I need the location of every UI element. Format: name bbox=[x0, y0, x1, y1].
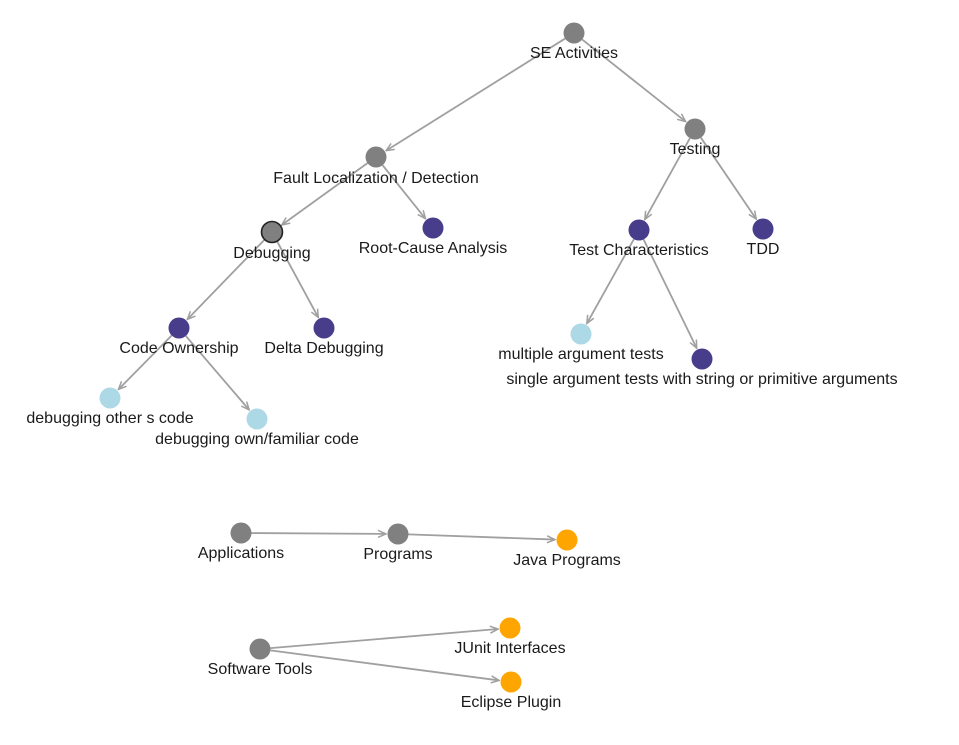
node-code-ownership-label: Code Ownership bbox=[119, 340, 238, 357]
node-delta-debugging-label: Delta Debugging bbox=[264, 340, 383, 357]
node-se-activities-circle[interactable] bbox=[563, 22, 585, 44]
edge-fault-localization-to-root-cause-analysis bbox=[381, 164, 426, 218]
node-single-argument-tests-circle[interactable] bbox=[691, 348, 713, 370]
node-single-argument-tests[interactable]: single argument tests with string or pri… bbox=[506, 348, 898, 389]
node-tdd[interactable]: TDD bbox=[747, 218, 780, 259]
node-junit-interfaces[interactable]: JUnit Interfaces bbox=[454, 617, 566, 658]
node-debugging-own-code[interactable]: debugging own/familiar code bbox=[155, 408, 359, 449]
node-applications[interactable]: Applications bbox=[198, 522, 284, 563]
node-debugging-others-code-label: debugging other s code bbox=[26, 410, 193, 427]
edge-software-tools-to-junit-interfaces bbox=[270, 629, 498, 650]
edge-testing-to-test-characteristics bbox=[645, 137, 691, 219]
node-tdd-circle[interactable] bbox=[752, 218, 774, 240]
node-debugging[interactable]: Debugging bbox=[233, 220, 311, 263]
edge-test-characteristics-to-multiple-argument-tests bbox=[587, 238, 635, 323]
edge-testing-to-tdd bbox=[700, 137, 756, 219]
node-multiple-argument-tests-label: multiple argument tests bbox=[498, 346, 663, 363]
node-java-programs-label: Java Programs bbox=[513, 552, 621, 569]
node-eclipse-plugin[interactable]: Eclipse Plugin bbox=[461, 671, 562, 712]
node-delta-debugging-circle[interactable] bbox=[313, 317, 335, 339]
node-multiple-argument-tests[interactable]: multiple argument tests bbox=[498, 323, 664, 364]
node-test-characteristics-label: Test Characteristics bbox=[569, 242, 709, 259]
edge-debugging-to-delta-debugging bbox=[276, 240, 318, 317]
node-testing[interactable]: Testing bbox=[670, 118, 721, 159]
edge-test-characteristics-to-single-argument-tests bbox=[642, 239, 697, 348]
node-fault-localization[interactable]: Fault Localization / Detection bbox=[273, 146, 479, 188]
node-code-ownership-circle[interactable] bbox=[168, 317, 190, 339]
node-debugging-others-code-circle[interactable] bbox=[99, 387, 121, 409]
node-se-activities-label: SE Activities bbox=[530, 45, 618, 62]
node-testing-circle[interactable] bbox=[684, 118, 706, 140]
node-debugging-circle[interactable] bbox=[260, 220, 284, 244]
node-fault-localization-circle[interactable] bbox=[365, 146, 387, 168]
node-eclipse-plugin-circle[interactable] bbox=[500, 671, 522, 693]
node-se-activities[interactable]: SE Activities bbox=[530, 22, 618, 63]
edge-programs-to-java-programs bbox=[408, 533, 555, 539]
edge-fault-localization-to-debugging bbox=[282, 162, 369, 225]
node-fault-localization-label: Fault Localization / Detection bbox=[273, 170, 478, 187]
node-programs-label: Programs bbox=[363, 546, 432, 563]
node-root-cause-analysis-circle[interactable] bbox=[422, 217, 444, 239]
edge-applications-to-programs bbox=[251, 533, 386, 534]
node-code-ownership[interactable]: Code Ownership bbox=[119, 317, 239, 358]
node-software-tools-circle[interactable] bbox=[249, 638, 271, 660]
node-delta-debugging[interactable]: Delta Debugging bbox=[264, 317, 384, 358]
node-java-programs[interactable]: Java Programs bbox=[513, 529, 621, 570]
node-tdd-label: TDD bbox=[747, 241, 780, 258]
node-programs-circle[interactable] bbox=[387, 523, 409, 545]
node-debugging-others-code[interactable]: debugging other s code bbox=[26, 387, 194, 428]
edge-code-ownership-to-debugging-own-code bbox=[185, 335, 249, 410]
node-applications-circle[interactable] bbox=[230, 522, 252, 544]
node-testing-label: Testing bbox=[670, 141, 721, 158]
node-root-cause-analysis[interactable]: Root-Cause Analysis bbox=[359, 217, 508, 258]
edge-se-activities-to-fault-localization bbox=[386, 37, 566, 151]
node-multiple-argument-tests-circle[interactable] bbox=[570, 323, 592, 345]
edge-se-activities-to-testing bbox=[581, 38, 685, 122]
node-test-characteristics[interactable]: Test Characteristics bbox=[569, 219, 709, 260]
node-eclipse-plugin-label: Eclipse Plugin bbox=[461, 694, 562, 711]
node-software-tools[interactable]: Software Tools bbox=[208, 638, 313, 679]
node-programs[interactable]: Programs bbox=[363, 523, 433, 564]
edge-software-tools-to-eclipse-plugin bbox=[270, 649, 499, 680]
edge-debugging-to-code-ownership bbox=[187, 238, 266, 320]
node-junit-interfaces-circle[interactable] bbox=[499, 617, 521, 639]
node-root-cause-analysis-label: Root-Cause Analysis bbox=[359, 240, 508, 257]
node-debugging-own-code-label: debugging own/familiar code bbox=[155, 431, 359, 448]
node-debugging-label: Debugging bbox=[233, 245, 310, 262]
node-single-argument-tests-label: single argument tests with string or pri… bbox=[506, 371, 897, 388]
node-junit-interfaces-label: JUnit Interfaces bbox=[454, 640, 565, 657]
node-debugging-own-code-circle[interactable] bbox=[246, 408, 268, 430]
node-applications-label: Applications bbox=[198, 545, 284, 562]
edges-layer bbox=[118, 37, 756, 681]
edge-code-ownership-to-debugging-others-code bbox=[118, 334, 173, 389]
node-test-characteristics-circle[interactable] bbox=[628, 219, 650, 241]
node-software-tools-label: Software Tools bbox=[208, 661, 313, 678]
node-java-programs-circle[interactable] bbox=[556, 529, 578, 551]
